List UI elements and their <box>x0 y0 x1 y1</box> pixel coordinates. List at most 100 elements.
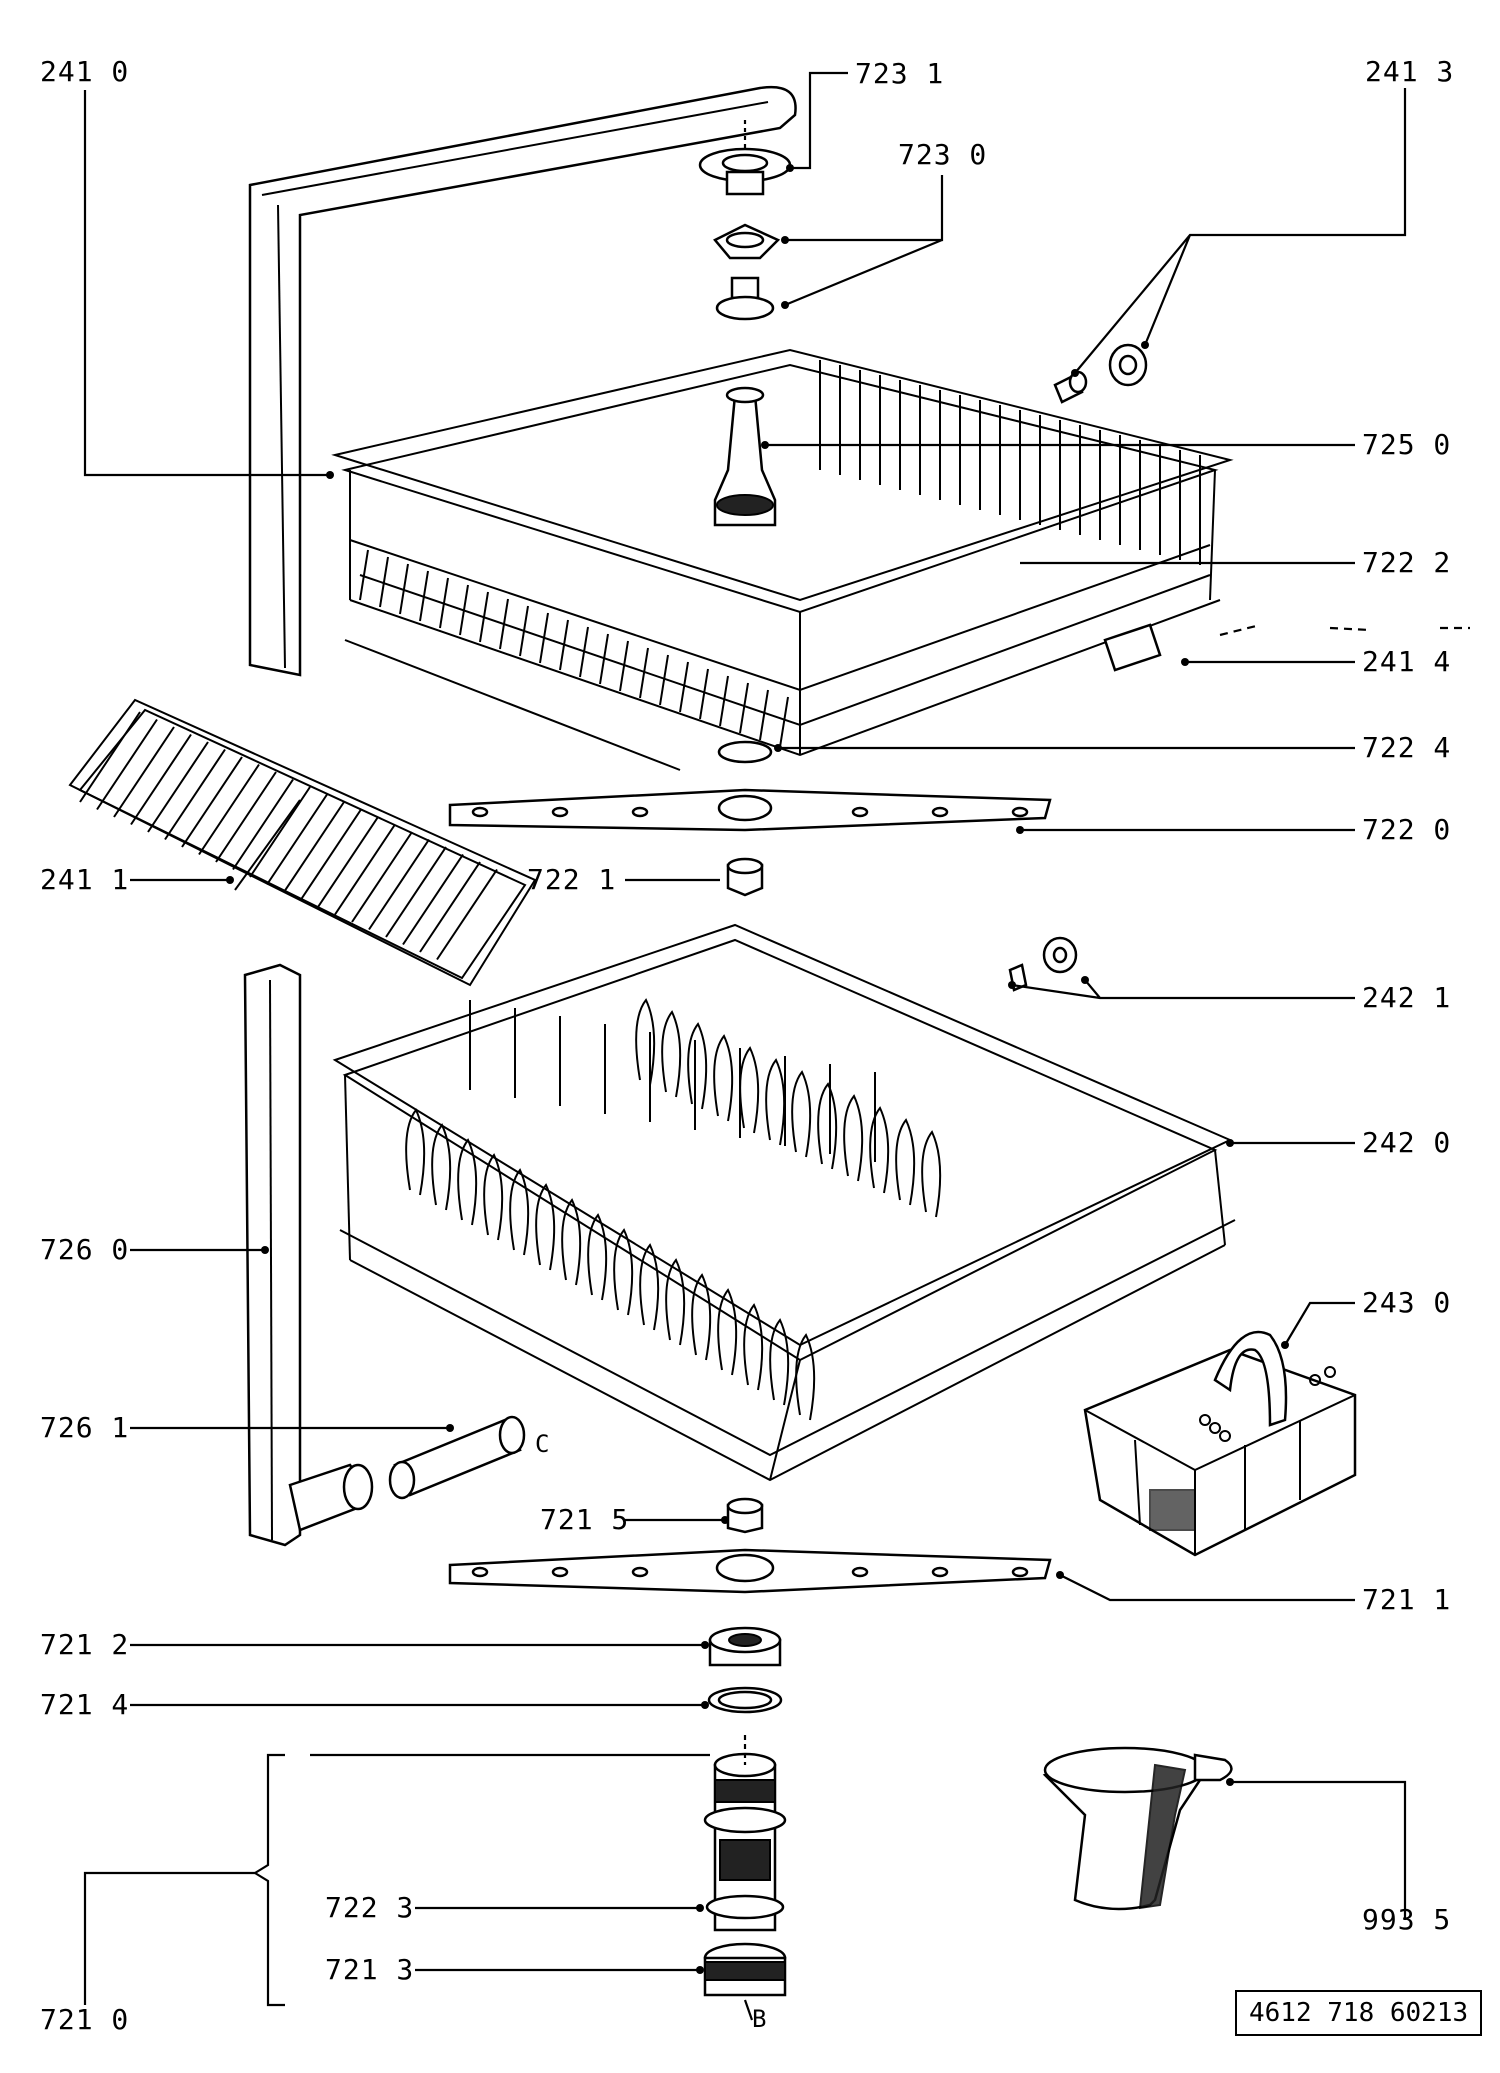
upper-basket-tine <box>779 696 789 748</box>
callout-722-4: 722 4 <box>1362 731 1452 764</box>
top-spray-connector <box>698 120 792 321</box>
cutlery-shelf-bar <box>402 853 464 946</box>
callout-243-0: 243 0 <box>1362 1286 1452 1319</box>
upper-basket-tine <box>679 661 689 713</box>
cutlery-shelf-bar <box>419 861 481 953</box>
lower-basket-plate-tine <box>843 1094 864 1182</box>
callout-722-2: 722 2 <box>1362 546 1452 579</box>
upper-basket-tine <box>459 584 469 636</box>
callout-241-4: 241 4 <box>1362 645 1452 678</box>
cutlery-shelf-bar <box>385 846 447 938</box>
cutlery-shelf-bar <box>181 756 243 848</box>
upper-basket-tine <box>439 577 449 629</box>
callout-722-0: 722 0 <box>1362 813 1452 846</box>
spray-arm-nozzle <box>851 806 869 818</box>
spray-arm-nozzle <box>1011 1566 1029 1578</box>
cutlery-shelf-bar <box>368 838 430 931</box>
document-number: 4612 718 60213 <box>1235 1990 1483 2036</box>
upper-basket-tine <box>579 626 589 678</box>
lower-basket-plate-tine <box>613 1228 634 1316</box>
lower-basket-plate-tine <box>713 1034 734 1122</box>
callout-722-1: 722 1 <box>527 863 617 896</box>
lower-basket-plate-tine <box>739 1046 760 1134</box>
lower-basket-plate-tine <box>457 1138 478 1226</box>
callout-725-0: 725 0 <box>1362 428 1452 461</box>
callout-242-1: 242 1 <box>1362 981 1452 1014</box>
cutlery-basket <box>1083 1330 1357 1557</box>
upper-basket-tine <box>479 591 489 643</box>
callout-241-3: 241 3 <box>1365 55 1455 88</box>
cutlery-shelf-bar <box>96 718 158 811</box>
lower-basket-plate-tine <box>691 1273 712 1361</box>
lower-basket-plate-tine <box>561 1198 582 1286</box>
lower-basket-plate-tine <box>665 1258 686 1346</box>
upper-basket-tine <box>699 668 709 720</box>
connector-letter-b: B <box>752 2005 767 2033</box>
rack-roller-parts <box>1053 343 1148 404</box>
upper-basket-tine <box>559 619 569 671</box>
cutlery-shelf-bar <box>130 733 192 826</box>
callout-242-0: 242 0 <box>1362 1126 1452 1159</box>
cutlery-shelf <box>68 698 537 987</box>
upper-basket-tine <box>519 605 529 657</box>
spray-arm-nozzle <box>551 806 569 818</box>
cutlery-shelf-bar <box>266 793 328 886</box>
spray-arm-nozzle <box>551 1566 569 1578</box>
upper-basket <box>331 348 1234 771</box>
connector-letter-c: C <box>535 1430 550 1458</box>
callout-721-0: 721 0 <box>40 2003 130 2036</box>
lower-basket-plate-tine <box>769 1318 790 1406</box>
lower-basket-plate-tine <box>483 1153 504 1241</box>
cutlery-shelf-bar <box>351 831 413 923</box>
upper-basket-tine <box>359 549 369 601</box>
lower-basket-plate-tine <box>791 1070 812 1158</box>
callout-723-0: 723 0 <box>898 138 988 171</box>
upper-basket-tine <box>619 640 629 692</box>
lower-spray-arm-assembly <box>448 1497 1052 1594</box>
callout-721-2: 721 2 <box>40 1628 130 1661</box>
upper-basket-tine <box>719 675 729 727</box>
upper-basket-tine <box>759 689 769 741</box>
lower-basket-plate-tine <box>895 1118 916 1206</box>
cutlery-shelf-bar <box>79 711 141 803</box>
spray-arm-nozzle <box>631 1566 649 1578</box>
cutlery-shelf-bar <box>334 823 396 916</box>
lower-basket-plate-tine <box>921 1130 942 1218</box>
cutlery-shelf-bar <box>300 808 362 901</box>
lower-basket-plate-tine <box>661 1010 682 1098</box>
lower-basket-plate-tine <box>743 1303 764 1391</box>
spray-arm-nozzle <box>851 1566 869 1578</box>
lower-basket-plate-tine <box>587 1213 608 1301</box>
lower-basket-plate-tine <box>869 1106 890 1194</box>
upper-rack-rail <box>248 85 797 677</box>
lower-rack-rail <box>243 963 526 1547</box>
callout-723-1: 723 1 <box>855 57 945 90</box>
lower-basket-plate-tine <box>687 1022 708 1110</box>
upper-basket-tine <box>379 556 389 608</box>
spray-arm-nozzle <box>631 806 649 818</box>
callout-721-4: 721 4 <box>40 1688 130 1721</box>
upper-basket-tine <box>739 682 749 734</box>
upper-basket-tine <box>599 633 609 685</box>
lower-basket-plate-tine <box>405 1108 426 1196</box>
lower-basket-plate-tine <box>509 1168 530 1256</box>
spray-arm-nozzle <box>931 806 949 818</box>
lower-basket-plate-tine <box>535 1183 556 1271</box>
cutlery-shelf-bar <box>113 726 175 818</box>
lower-basket-plate-tine <box>717 1288 738 1376</box>
cutlery-shelf-bar <box>198 763 260 856</box>
upper-basket-tine <box>659 654 669 706</box>
cutlery-shelf-bar <box>232 778 294 871</box>
lower-basket-plate-tine <box>817 1082 838 1170</box>
callout-722-3: 722 3 <box>325 1891 415 1924</box>
upper-basket-tine <box>539 612 549 664</box>
lower-basket-plate-tine <box>795 1333 816 1421</box>
cutlery-shelf-bar <box>249 786 311 878</box>
upper-spray-arm-assembly <box>448 740 1052 897</box>
rack-clip <box>1103 623 1470 672</box>
cutlery-shelf-bar <box>215 771 277 863</box>
cutlery-shelf-bar <box>164 748 226 841</box>
callout-241-1: 241 1 <box>40 863 130 896</box>
